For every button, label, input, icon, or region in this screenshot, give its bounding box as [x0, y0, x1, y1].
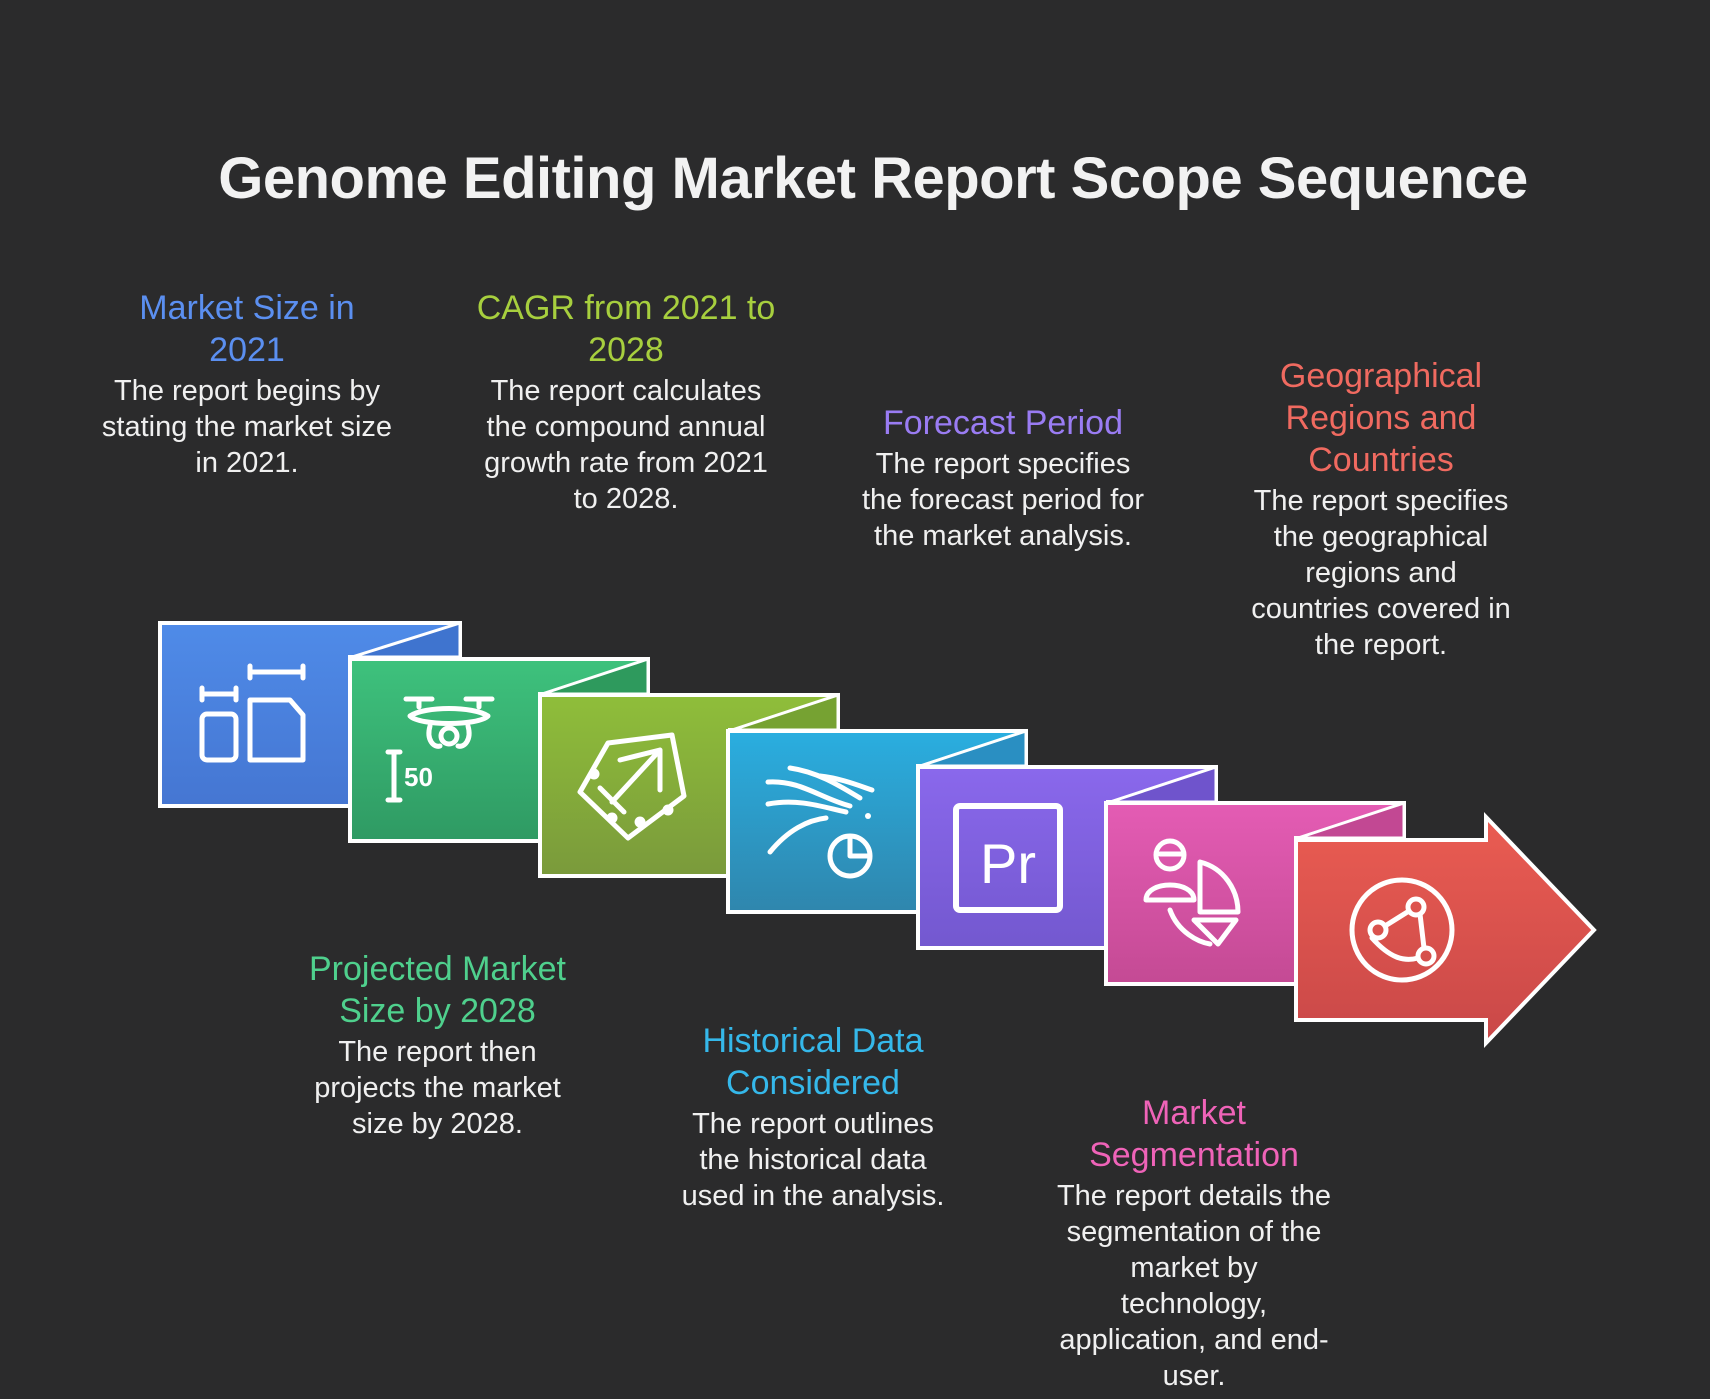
- step-1-title: Market Size in 2021: [139, 289, 355, 369]
- page-title: Genome Editing Market Report Scope Seque…: [218, 146, 1528, 211]
- step-2-description: The report then projects the market size…: [314, 1036, 561, 1140]
- svg-text:50: 50: [404, 762, 433, 792]
- step-3-title: CAGR from 2021 to 2028: [476, 289, 776, 369]
- step-1-text: Market Size in 2021 The report begins by…: [97, 287, 397, 481]
- step-4-text: Historical Data Considered The report ou…: [668, 1020, 958, 1214]
- step-6-text: Market Segmentation The report details t…: [1054, 1092, 1334, 1394]
- wind-clock-icon: [765, 765, 875, 879]
- size-measure-icon: [199, 663, 306, 763]
- step-5-description: The report specifies the forecast period…: [861, 448, 1145, 552]
- step-1-description: The report begins by stating the market …: [101, 375, 393, 479]
- step-6-description: The report details the segmentation of t…: [1056, 1180, 1332, 1392]
- step-7-description: The report specifies the geographical re…: [1251, 485, 1511, 661]
- svg-text:Pr: Pr: [980, 832, 1036, 895]
- step-2-text: Projected Market Size by 2028 The report…: [285, 948, 590, 1142]
- premiere-pr-icon: Pr: [953, 803, 1063, 913]
- step-5-title: Forecast Period: [883, 404, 1123, 442]
- globe-network-icon: [1349, 877, 1455, 983]
- step-3-text: CAGR from 2021 to 2028 The report calcul…: [476, 287, 776, 517]
- step-6-title: Market Segmentation: [1089, 1094, 1299, 1174]
- step-4-description: The report outlines the historical data …: [681, 1108, 945, 1212]
- step-7-title: Geographical Regions and Countries: [1279, 357, 1483, 479]
- growth-arrow-icon: [577, 732, 687, 841]
- step-7-arrow: [1294, 812, 1597, 1048]
- step-5-text: Forecast Period The report specifies the…: [858, 402, 1148, 554]
- user-pie-icon: [1143, 838, 1241, 947]
- step-2-title: Projected Market Size by 2028: [309, 950, 566, 1030]
- step-7-text: Geographical Regions and Countries The r…: [1246, 355, 1516, 663]
- step-4-title: Historical Data Considered: [702, 1022, 924, 1102]
- step-3-description: The report calculates the compound annua…: [484, 375, 768, 515]
- drone-icon: 50: [385, 696, 495, 803]
